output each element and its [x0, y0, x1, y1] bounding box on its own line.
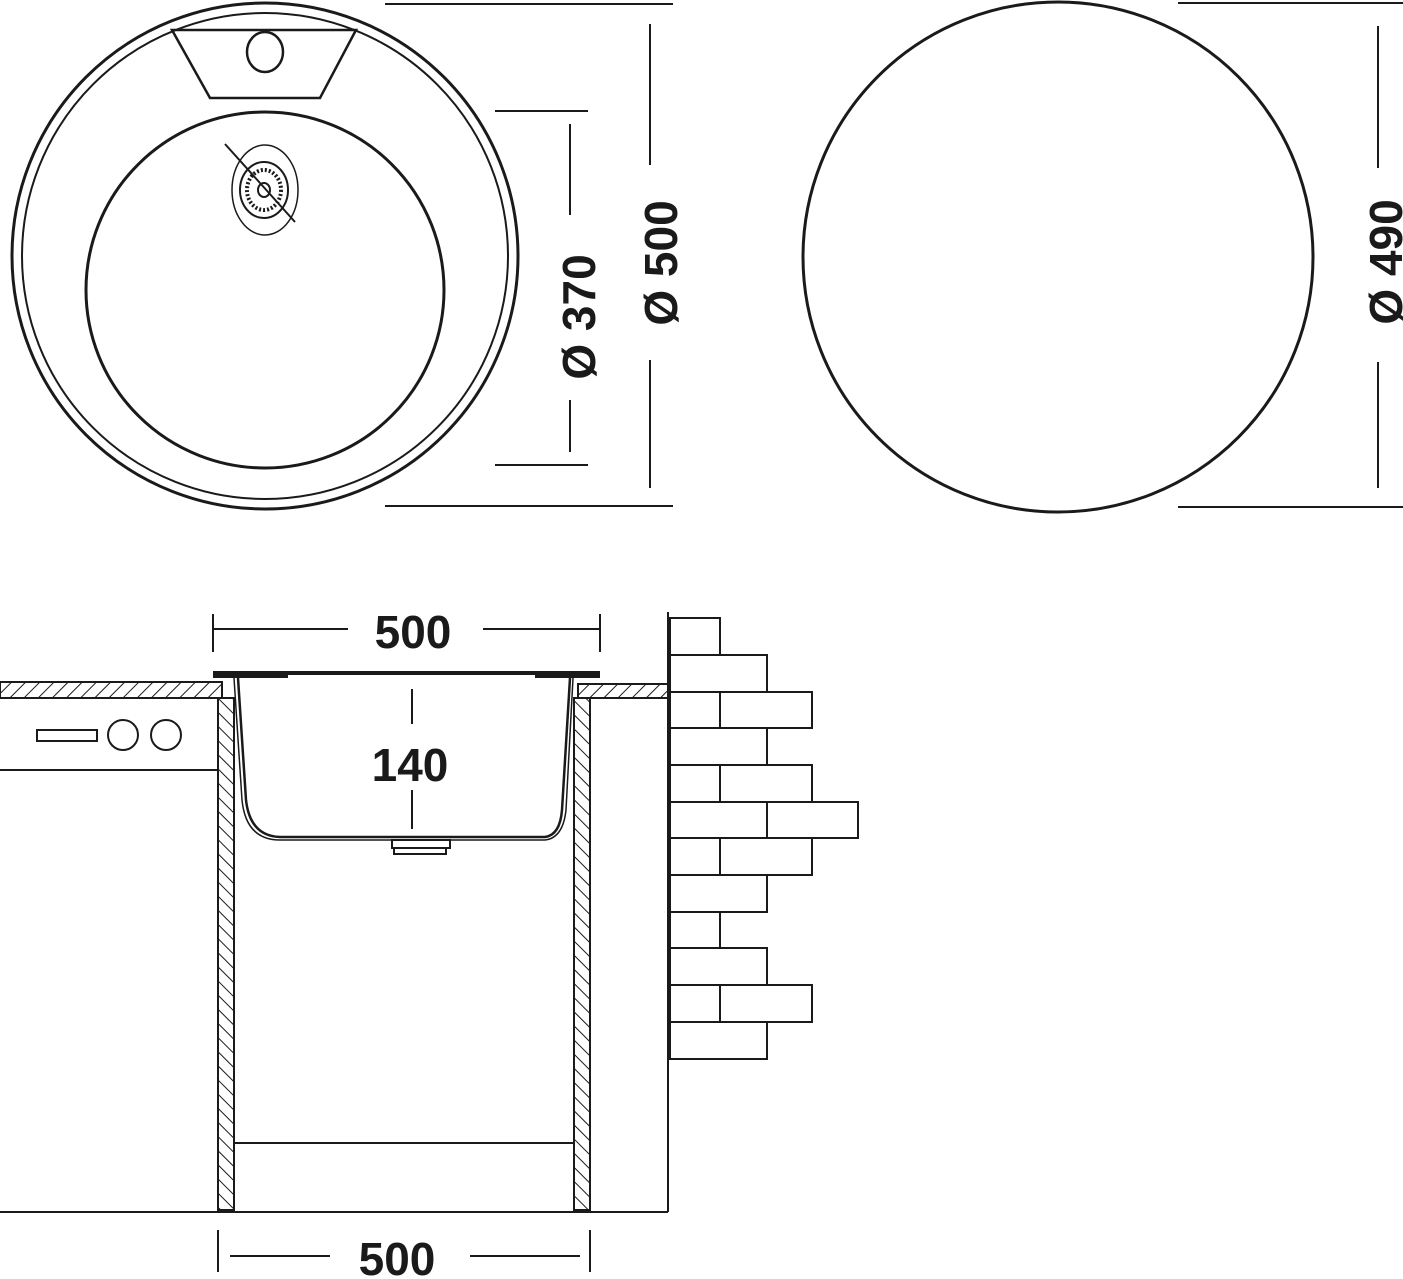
sink-inner-rim	[21, 12, 509, 500]
dimension-500-cabinet: 500	[217, 1230, 591, 1279]
dimension-500-top: Ø 500	[385, 3, 687, 507]
drain-strainer-icon	[224, 143, 299, 236]
control-panel-slot	[36, 729, 98, 742]
bowl-outline	[84, 110, 446, 470]
sink-top-view: Ø 370 Ø 500	[10, 1, 687, 511]
bowl-diameter-label: Ø 370	[553, 254, 605, 379]
knob-icon	[107, 719, 139, 751]
cabinet-width-label: 500	[359, 1233, 436, 1279]
sink-outer-rim	[10, 1, 520, 511]
cutout-diameter-label: Ø 490	[1360, 199, 1403, 324]
bowl-depth-label: 140	[372, 739, 449, 791]
outer-diameter-label: Ø 500	[635, 200, 687, 325]
countertop-left	[0, 681, 223, 699]
drain-outlet	[391, 839, 451, 849]
side-view: 500 140	[0, 606, 859, 1279]
cabinet-wall-right	[573, 697, 591, 1211]
cutout-view: Ø 490	[801, 0, 1403, 514]
dimension-500-sink: 500	[212, 606, 601, 658]
dimension-140: 140	[372, 689, 449, 829]
sink-flange	[213, 671, 600, 675]
dimension-370: Ø 370	[495, 110, 605, 466]
tap-hole	[245, 30, 285, 74]
bowl-profile	[236, 677, 572, 839]
countertop-right	[577, 683, 669, 699]
brick-wall	[669, 617, 859, 1060]
sink-width-label: 500	[375, 606, 452, 658]
cutout-circle	[801, 0, 1315, 514]
knob-icon	[150, 719, 182, 751]
tap-plate	[169, 28, 359, 100]
cabinet-wall-left	[217, 697, 235, 1211]
